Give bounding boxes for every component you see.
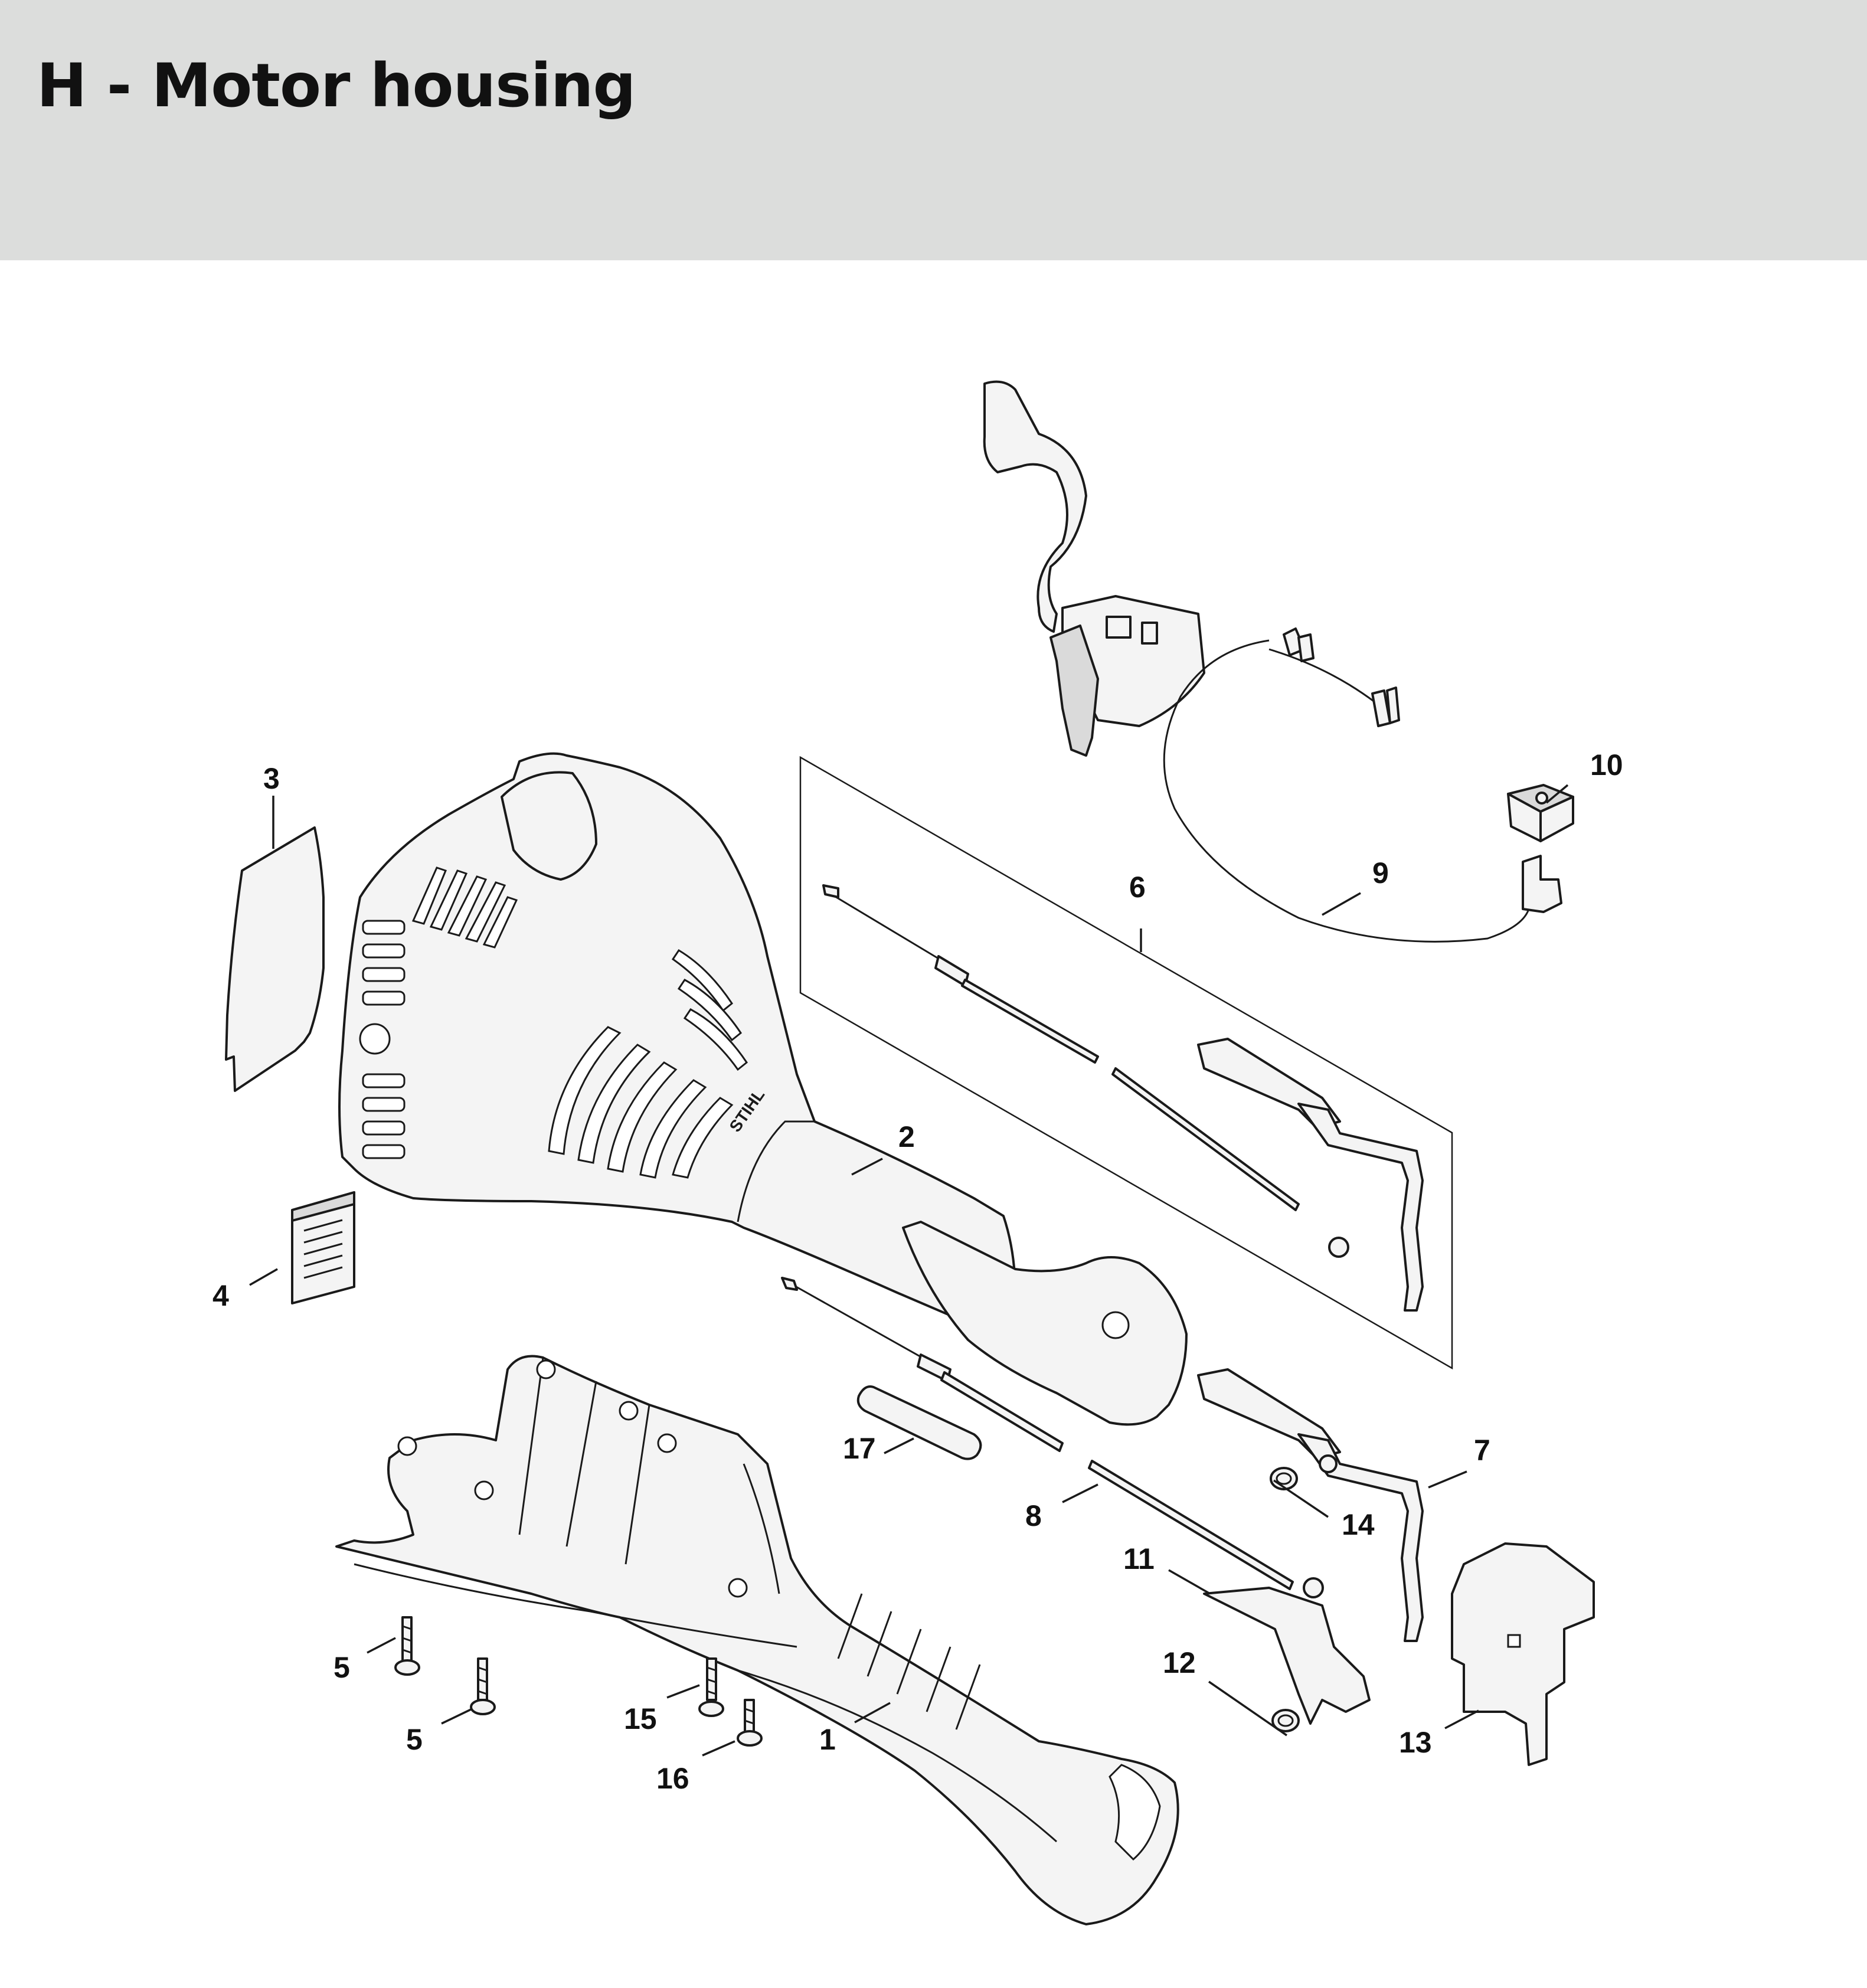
switch-10 bbox=[1507, 784, 1574, 842]
shroud-vents-side bbox=[359, 920, 406, 1159]
throttle-cable-8 bbox=[781, 1277, 1324, 1598]
callout-2: 2 bbox=[898, 1120, 915, 1153]
callout-13: 13 bbox=[1399, 1726, 1432, 1759]
shroud-vents-front bbox=[548, 949, 748, 1179]
hose-17 bbox=[856, 1385, 982, 1460]
screw-15 bbox=[698, 1657, 724, 1717]
callout-17: 17 bbox=[843, 1432, 876, 1465]
callout-9: 9 bbox=[1372, 856, 1389, 890]
kit-6-contents bbox=[822, 884, 1424, 1312]
handle-upper bbox=[902, 1221, 1188, 1426]
shroud-vents-top bbox=[411, 867, 518, 949]
lever-11 bbox=[1203, 1587, 1371, 1725]
callout-5b: 5 bbox=[406, 1723, 423, 1756]
callout-6: 6 bbox=[1129, 871, 1146, 904]
shroud-2: STIHL bbox=[338, 752, 1016, 1329]
header-bar: H - Motor housing bbox=[0, 0, 1867, 260]
callout-1: 1 bbox=[819, 1723, 836, 1756]
callout-11: 11 bbox=[1123, 1542, 1155, 1575]
callout-15: 15 bbox=[624, 1702, 657, 1735]
callout-8: 8 bbox=[1025, 1499, 1042, 1532]
callout-10: 10 bbox=[1590, 748, 1623, 782]
callout-7: 7 bbox=[1474, 1434, 1490, 1467]
throttle-trigger-7 bbox=[1197, 1368, 1424, 1642]
housing-1 bbox=[335, 1355, 1179, 1925]
label-4 bbox=[291, 1191, 355, 1304]
callout-16: 16 bbox=[656, 1762, 689, 1795]
gasket-3 bbox=[225, 826, 325, 1092]
housing-ribs bbox=[837, 1593, 981, 1730]
callout-leaders bbox=[249, 784, 1569, 1757]
wiring-harness-9 bbox=[1163, 627, 1562, 943]
page-title: H - Motor housing bbox=[37, 51, 636, 121]
callout-14: 14 bbox=[1342, 1508, 1375, 1541]
screw-5b bbox=[470, 1657, 496, 1715]
callout-5a: 5 bbox=[333, 1651, 350, 1684]
cover-13 bbox=[1451, 1542, 1595, 1766]
kit-box-6 bbox=[799, 756, 1453, 1370]
ignition-module bbox=[983, 380, 1205, 757]
callout-12: 12 bbox=[1163, 1646, 1196, 1679]
callout-4: 4 bbox=[212, 1279, 229, 1312]
screw-5a bbox=[394, 1616, 420, 1676]
callout-labels: 1 2 3 4 5 5 6 7 8 9 10 11 12 13 14 15 16… bbox=[212, 748, 1623, 1795]
callout-3: 3 bbox=[263, 762, 280, 795]
exploded-parts-diagram: STIHL bbox=[212, 380, 1623, 1925]
screw-16 bbox=[737, 1699, 763, 1747]
spring-12 bbox=[1271, 1709, 1300, 1732]
